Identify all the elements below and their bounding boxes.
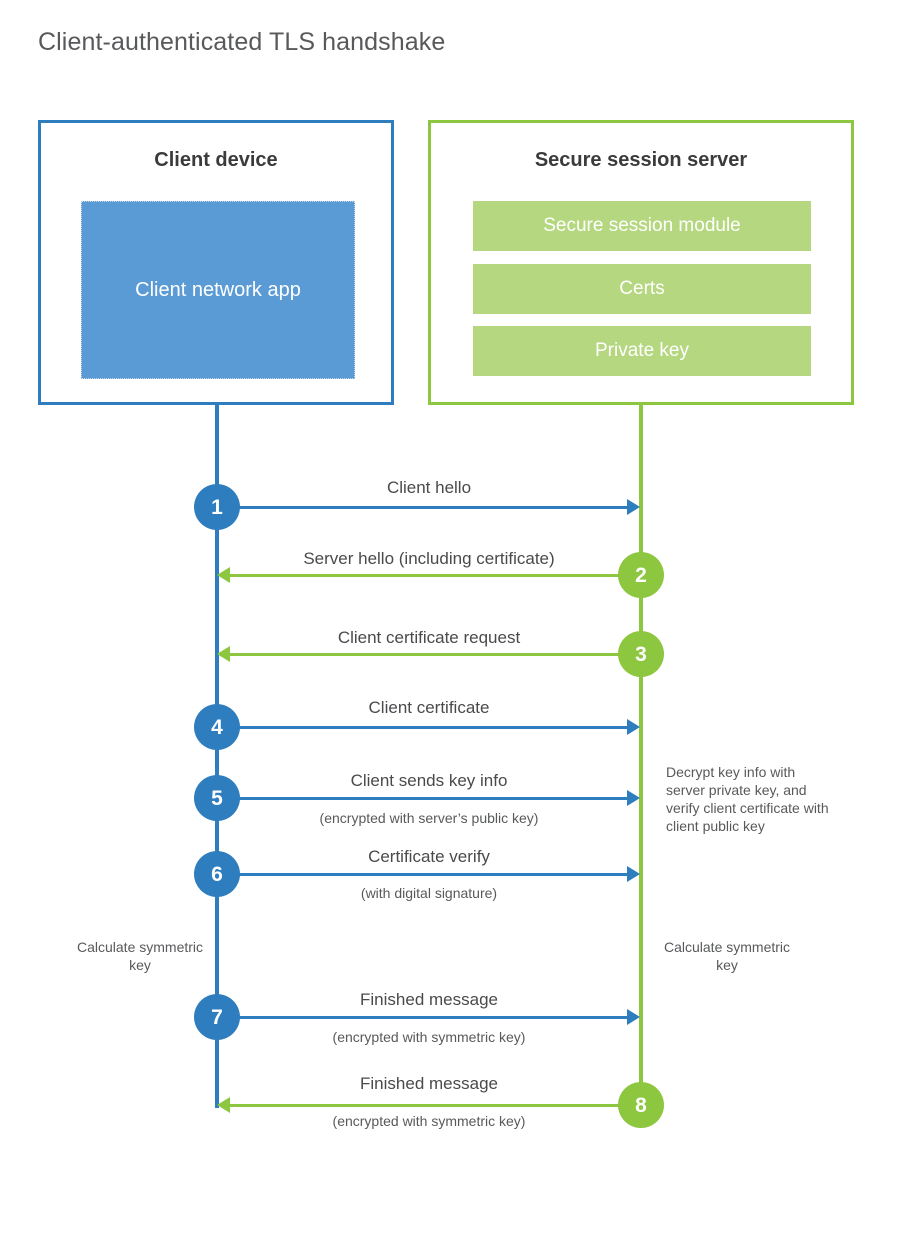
client-network-app-block: Client network app (81, 201, 355, 379)
step-6-arrow-line (217, 873, 629, 876)
step-6-arrowhead-icon (627, 866, 640, 882)
step-7-arrowhead-icon (627, 1009, 640, 1025)
step-5-arrow-line (217, 797, 629, 800)
step-7-label: Finished message (360, 990, 498, 1009)
step-6-sublabel: (with digital signature) (360, 885, 498, 901)
step-2-badge[interactable]: 2 (618, 552, 664, 598)
client-device-title: Client device (154, 149, 278, 171)
server-calculate-symmetric-key-note: Calculate symmetric key (663, 939, 791, 973)
step-4-arrow-line (217, 726, 629, 729)
secure-session-server-box: Secure session server Secure session mod… (428, 120, 854, 405)
step-8-arrow-line (229, 1104, 641, 1107)
step-5-arrowhead-icon (627, 790, 640, 806)
step-6-badge[interactable]: 6 (194, 851, 240, 897)
step-1-arrowhead-icon (627, 499, 640, 515)
client-network-app-label: Client network app (135, 279, 301, 301)
step-1-arrow-line (217, 506, 629, 509)
server-component-secure-session-module: Secure session module (473, 201, 811, 251)
step-5-label: Client sends key info (350, 771, 508, 790)
step-8-sublabel: (encrypted with symmetric key) (332, 1113, 526, 1129)
server-component-private-key: Private key (473, 326, 811, 376)
step-7-arrow-line (217, 1016, 629, 1019)
step-4-label: Client certificate (368, 698, 490, 717)
step-2-arrowhead-icon (217, 567, 230, 583)
step-4-badge[interactable]: 4 (194, 704, 240, 750)
step-2-arrow-line (229, 574, 641, 577)
client-lifeline (215, 405, 219, 1108)
client-calculate-symmetric-key-note: Calculate symmetric key (76, 939, 204, 973)
step-1-label: Client hello (386, 478, 472, 497)
step-5-badge[interactable]: 5 (194, 775, 240, 821)
server-lifeline (639, 405, 643, 1105)
step-8-badge[interactable]: 8 (618, 1082, 664, 1128)
step-3-badge[interactable]: 3 (618, 631, 664, 677)
server-component-certs: Certs (473, 264, 811, 314)
step-3-arrowhead-icon (217, 646, 230, 662)
step-8-arrowhead-icon (217, 1097, 230, 1113)
step-7-badge[interactable]: 7 (194, 994, 240, 1040)
server-decrypt-note: Decrypt key info with server private key… (666, 764, 829, 834)
step-8-label: Finished message (360, 1074, 498, 1093)
client-device-box: Client device Client network app (38, 120, 394, 405)
step-1-badge[interactable]: 1 (194, 484, 240, 530)
page-title: Client-authenticated TLS handshake (38, 28, 446, 56)
step-6-label: Certificate verify (368, 847, 490, 866)
step-4-arrowhead-icon (627, 719, 640, 735)
secure-session-server-title: Secure session server (534, 149, 748, 171)
step-2-label: Server hello (including certificate) (303, 549, 555, 568)
step-7-sublabel: (encrypted with symmetric key) (332, 1029, 526, 1045)
step-3-label: Client certificate request (337, 628, 521, 647)
step-3-arrow-line (229, 653, 641, 656)
step-5-sublabel: (encrypted with server’s public key) (319, 810, 539, 826)
